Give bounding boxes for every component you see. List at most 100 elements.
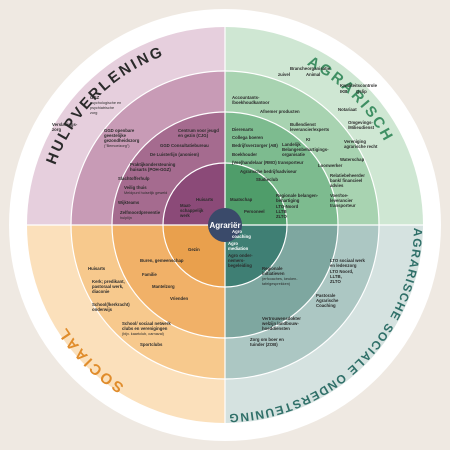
- svg-text:nemers-: nemers-: [228, 258, 245, 263]
- svg-text:huisarts (POH-GGZ): huisarts (POH-GGZ): [130, 167, 171, 172]
- label-vereniging: Vereniging: [344, 139, 366, 144]
- svg-text:onderwijs: onderwijs: [92, 307, 113, 312]
- quadrant-hulpverlening: [27, 27, 225, 225]
- svg-text:diaconie: diaconie: [92, 289, 110, 294]
- svg-text:clubs en verenigingen: clubs en verenigingen: [122, 326, 168, 331]
- label-praktijkondersteuning: Praktijkondersteuning: [130, 162, 176, 167]
- label-kwaliteitscontrole: Kwaliteitscontrole: [340, 83, 378, 88]
- svg-text:en ledenzorg: en ledenzorg: [330, 263, 357, 268]
- label-zelfmoordpreventie: Zelfmoordpreventie: [120, 210, 161, 215]
- svg-text:/Milieudienst: /Milieudienst: [348, 125, 375, 130]
- label-veehandelaar: (Vee)handelaar (RMO) transporteur: [232, 160, 304, 165]
- svg-text:("Bemoeizorg"): ("Bemoeizorg"): [104, 144, 130, 148]
- svg-text:(erfcoaches, keuken-: (erfcoaches, keuken-: [262, 277, 298, 281]
- svg-text:schappelijk: schappelijk: [180, 208, 204, 213]
- label-notariaat: Notariaat: [338, 107, 357, 112]
- label-mantelzorg: Mantelzorg: [152, 284, 175, 289]
- label-zorg-om-boer: Zorg om boer en: [250, 337, 284, 342]
- label-ki: KI: [306, 137, 310, 142]
- svg-text:Coaching: Coaching: [316, 303, 336, 308]
- svg-text:ZLTO: ZLTO: [276, 214, 287, 219]
- label-agro-mediation: Agro: [228, 241, 238, 246]
- svg-text:hulplijn: hulplijn: [120, 216, 132, 220]
- svg-text:agrarische recht: agrarische recht: [344, 144, 378, 149]
- label-agro-ondernemers: Agro onder-: [228, 253, 253, 258]
- label-regionale-belangen: Regionale belangen-: [276, 193, 319, 198]
- svg-text:LLTB,: LLTB,: [330, 274, 342, 279]
- svg-text:LLTB: LLTB: [276, 209, 287, 214]
- label-dierenarts: Dierenarts: [232, 127, 254, 132]
- label-omgevingsdienst: Omgevings-: [348, 120, 373, 125]
- svg-text:zuivel: zuivel: [278, 72, 290, 77]
- svg-text:LTO Noord,: LTO Noord,: [330, 269, 353, 274]
- label-regionale-initiatieven: Regionale: [262, 266, 283, 271]
- label-veilig-thuis: Veilig thuis: [124, 185, 147, 190]
- label-ggd-consultatiebureau: GGD Consultatiebureau: [160, 143, 209, 148]
- svg-text:tuinder (ZOB): tuinder (ZOB): [250, 342, 278, 347]
- svg-text:leverancier: leverancier: [330, 198, 353, 203]
- label-afnemer: Afnemer producten: [260, 109, 300, 114]
- label-buren: Buren, gemeenschap: [140, 258, 184, 263]
- label-landelijk: Landelijk: [282, 142, 301, 147]
- svg-text:zorg: zorg: [90, 111, 97, 115]
- svg-text:behartiging: behartiging: [276, 198, 300, 203]
- center-label: Agrariër: [209, 221, 240, 230]
- label-vrienden: Vrienden: [170, 296, 189, 301]
- label-kerk: Kerk; predikant,: [92, 279, 125, 284]
- sociaal-labels: Gezin Buren, gemeenschap Familie Huisart…: [88, 247, 200, 347]
- svg-text:transporteur: transporteur: [330, 203, 356, 208]
- svg-text:welzijn landbouw-: welzijn landbouw-: [261, 321, 299, 326]
- label-familie: Familie: [142, 272, 157, 277]
- label-maatschappelijk-werk: Maat-: [180, 203, 192, 208]
- label-centrum-jeugd: Centrum voor jeugd: [178, 128, 219, 133]
- label-voerleverancier: Voer/toe-: [330, 193, 349, 198]
- label-agro-coaching: Agro: [232, 229, 242, 234]
- label-ggz: GGZ: [90, 95, 100, 100]
- label-personeel: Personeel: [244, 209, 265, 214]
- label-collega-boeren: Collega boeren: [232, 135, 263, 140]
- svg-text:leverancier/experts: leverancier/experts: [290, 127, 330, 132]
- label-maatschap: Maatschap: [230, 197, 253, 202]
- label-ggd-openbare: GGD openbare: [104, 128, 135, 133]
- label-huisarts-sociaal: Huisarts: [88, 266, 106, 271]
- label-bullendienst: Bullendienst: [290, 122, 316, 127]
- svg-text:Animal: Animal: [306, 72, 320, 77]
- svg-text:Agrarische: Agrarische: [316, 298, 339, 303]
- agrarisch-labels: Brancheorganisatie zuivel Animal Kwalite…: [230, 66, 378, 219]
- label-netwerk: School/ sociaal netwerk: [122, 321, 171, 326]
- svg-text:psychologische en: psychologische en: [90, 101, 121, 105]
- svg-text:begeleiding: begeleiding: [228, 263, 252, 268]
- label-pastorale: Pastorale: [316, 293, 336, 298]
- label-waterschap: Waterschap: [340, 157, 365, 162]
- svg-text:hoeddiensten: hoeddiensten: [262, 326, 290, 331]
- svg-text:zorg: zorg: [52, 127, 61, 132]
- svg-text:organisatie: organisatie: [282, 152, 306, 157]
- label-brancheorganisatie: Brancheorganisatie: [290, 66, 331, 71]
- svg-text:(bijv. kaartclub, carnaval): (bijv. kaartclub, carnaval): [122, 332, 165, 336]
- center-circle: [208, 208, 242, 242]
- svg-text:coaching: coaching: [232, 234, 251, 239]
- label-relatiebeheerder: Relatiebeheerder: [330, 173, 365, 178]
- svg-text:geestelijke: geestelijke: [104, 133, 127, 138]
- label-verslaving: Verslavings-: [52, 122, 78, 127]
- label-studieclub: Studieclub: [256, 177, 278, 182]
- label-agrarische-bedrijfsadviseur: Agrarische bedrijfsadviseur: [240, 169, 297, 174]
- svg-text:tafelgesprekken): tafelgesprekken): [262, 282, 291, 286]
- svg-text:Meldpunt huiselijk geweld: Meldpunt huiselijk geweld: [124, 191, 167, 195]
- label-sportclubs: Sportclubs: [140, 342, 163, 347]
- svg-text:bank/ financieel: bank/ financieel: [330, 178, 362, 183]
- svg-text:Qslip: Qslip: [356, 89, 367, 94]
- label-huisarts-hulp: Huisarts: [196, 197, 214, 202]
- svg-text:Belangenbehartigings-: Belangenbehartigings-: [282, 147, 329, 152]
- label-accountants: Accountants-: [232, 95, 260, 100]
- svg-text:IKB: IKB: [340, 89, 347, 94]
- svg-text:/boekhoudkantoor: /boekhoudkantoor: [232, 100, 270, 105]
- svg-text:psychiatrische: psychiatrische: [90, 106, 114, 110]
- svg-text:pastoraal werk,: pastoraal werk,: [92, 284, 123, 289]
- ondersteuning-labels: Agro coaching Agro mediation Agro onder-…: [228, 229, 366, 347]
- label-boekhouder: Boekhouder: [232, 152, 257, 157]
- svg-text:en gezin (CJG): en gezin (CJG): [178, 133, 209, 138]
- label-slachtofferhulp: Slachtofferhulp: [118, 176, 150, 181]
